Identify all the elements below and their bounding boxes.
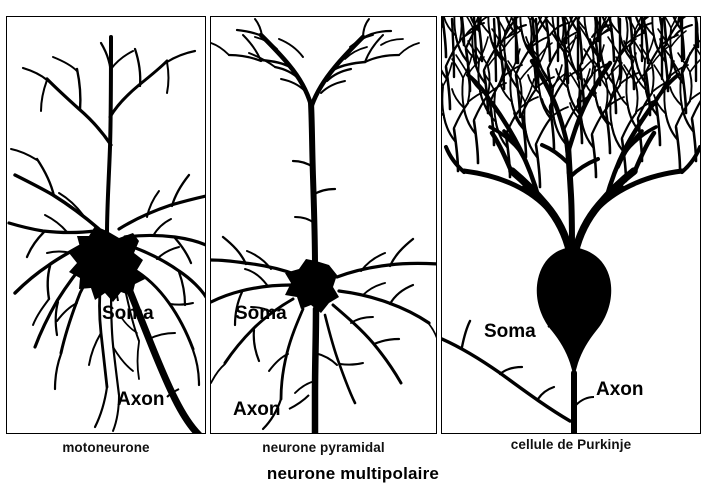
panel-neurone-pyramidal: Soma Axon	[210, 16, 437, 434]
motoneurone-axon	[121, 275, 202, 433]
pyramidal-soma-label: Soma	[235, 303, 287, 324]
pyramidal-soma-body	[285, 259, 339, 313]
panel-cellule-de-purkinje: Soma Axon	[441, 16, 701, 434]
pyramidal-axon-label-group: Axon	[233, 394, 310, 420]
motoneurone-axon-label-group: Axon	[117, 388, 180, 410]
pyramidal-axon	[311, 305, 320, 433]
motoneurone-soma-label: Soma	[102, 303, 154, 324]
pyramidal-apical-dendrite	[308, 100, 318, 270]
figure-title: neurone multipolaire	[266, 464, 440, 483]
purkinje-soma-label: Soma	[484, 321, 536, 342]
pyramidal-soma-label-group: Soma	[235, 303, 287, 324]
pyramidal-axon-label: Axon	[233, 399, 281, 420]
motoneurone-axon-label: Axon	[117, 389, 165, 410]
purkinje-drawing: Soma Axon	[442, 17, 700, 433]
caption-cellule-de-purkinje: cellule de Purkinje	[510, 437, 632, 452]
neurone-pyramidal-drawing: Soma Axon	[211, 18, 436, 433]
caption-neurone-pyramidal: neurone pyramidal	[262, 440, 385, 455]
purkinje-axon-label: Axon	[596, 379, 644, 400]
motoneurone-drawing: Soma Axon	[7, 35, 205, 433]
purkinje-soma-body	[536, 247, 612, 377]
purkinje-axon-label-group: Axon	[575, 379, 644, 406]
motoneurone-soma-label-group: Soma	[102, 280, 154, 324]
caption-motoneurone: motoneurone	[62, 440, 150, 455]
panel-motoneurone: Soma Axon	[6, 16, 206, 434]
purkinje-soma-label-group: Soma	[484, 310, 561, 342]
